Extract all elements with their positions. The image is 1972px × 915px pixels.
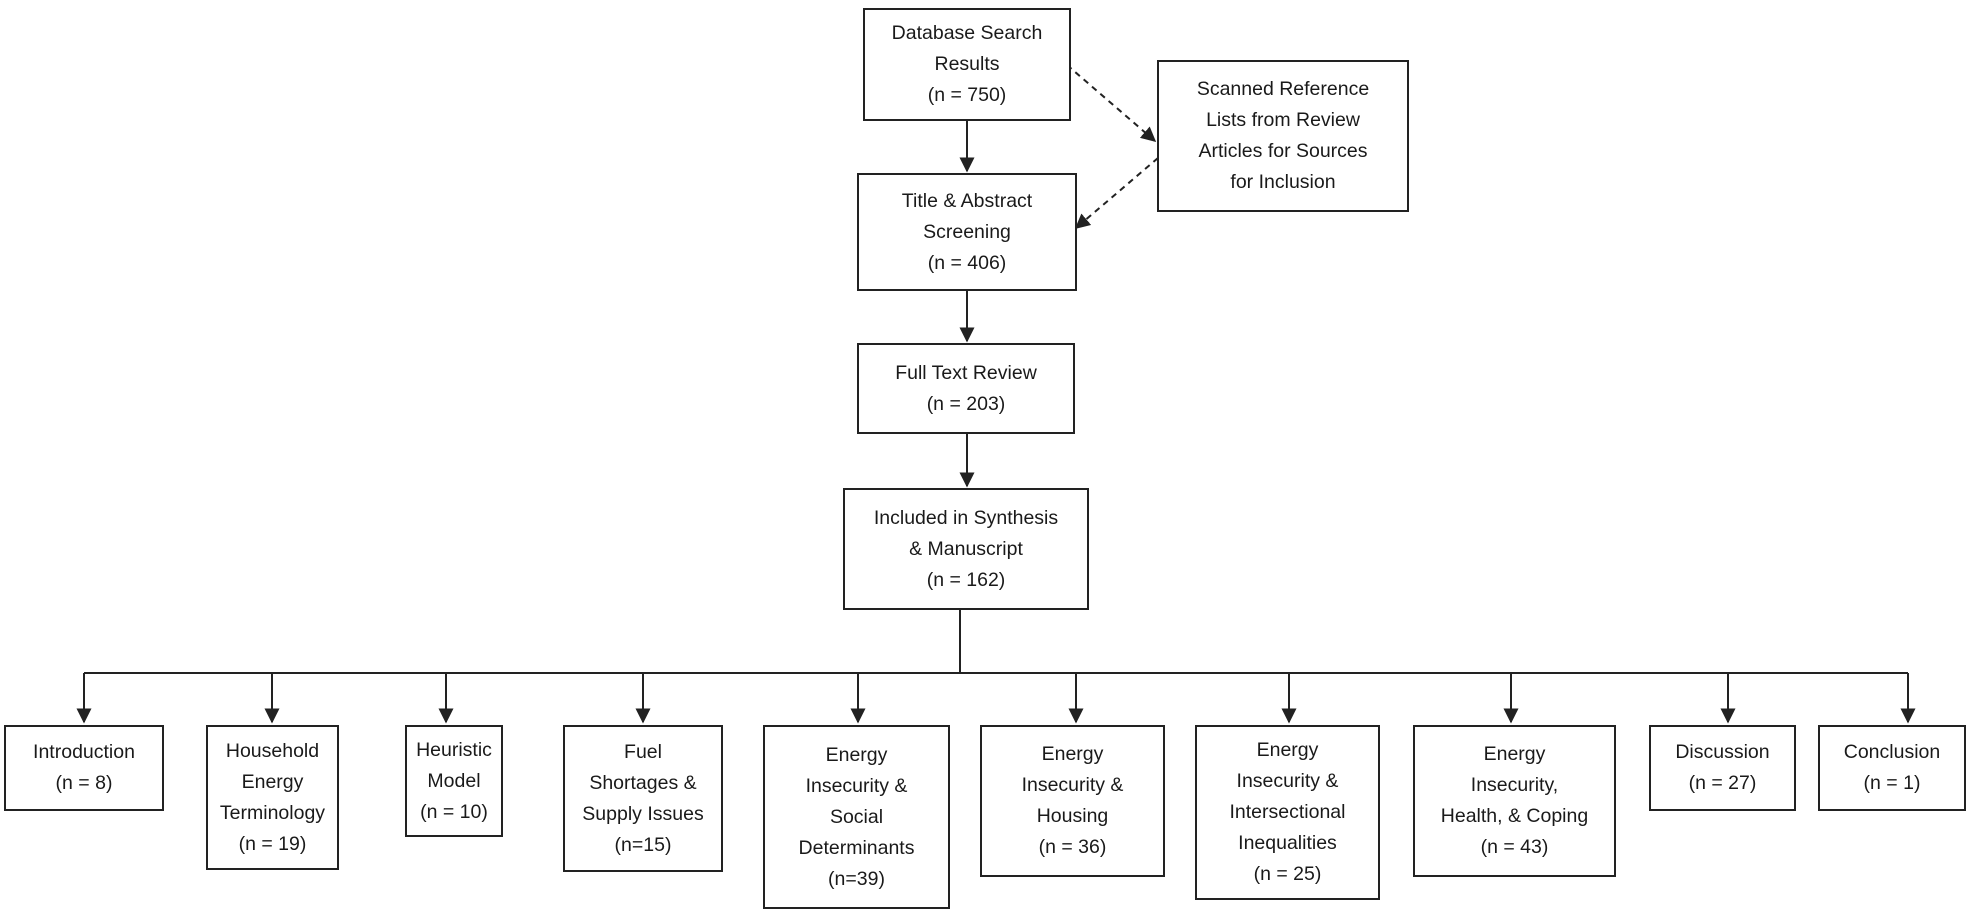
node-fuel-shortages-label: Fuel Shortages & Supply Issues (n=15) — [582, 740, 704, 856]
edge-database-to-scanned — [1066, 64, 1157, 142]
node-conclusion-label: Conclusion (n = 1) — [1843, 741, 1941, 794]
node-full-text: Full Text Review (n = 203) — [857, 343, 1075, 434]
node-social-determinants: Energy Insecurity & Social Determinants … — [763, 725, 950, 909]
node-household-energy-label: Household Energy Terminology (n = 19) — [219, 739, 326, 855]
node-health-coping: Energy Insecurity, Health, & Coping (n =… — [1413, 725, 1616, 877]
node-scanned-reference-label: Scanned Reference Lists from Review Arti… — [1196, 78, 1370, 193]
node-scanned-reference: Scanned Reference Lists from Review Arti… — [1157, 60, 1409, 212]
node-title-abstract: Title & Abstract Screening (n = 406) — [857, 173, 1077, 291]
node-housing: Energy Insecurity & Housing (n = 36) — [980, 725, 1165, 877]
node-introduction: Introduction (n = 8) — [4, 725, 164, 811]
node-health-coping-label: Energy Insecurity, Health, & Coping (n =… — [1440, 743, 1589, 858]
node-intersectional: Energy Insecurity & Intersectional Inequ… — [1195, 725, 1380, 900]
node-discussion-label: Discussion (n = 27) — [1675, 741, 1770, 794]
node-social-determinants-label: Energy Insecurity & Social Determinants … — [798, 743, 915, 890]
node-included-label: Included in Synthesis & Manuscript (n = … — [873, 506, 1059, 591]
node-intersectional-label: Energy Insecurity & Intersectional Inequ… — [1229, 739, 1346, 885]
node-introduction-label: Introduction (n = 8) — [33, 741, 135, 794]
node-housing-label: Energy Insecurity & Housing (n = 36) — [1021, 743, 1124, 858]
node-heuristic-model-label: Heuristic Model (n = 10) — [416, 738, 492, 823]
node-household-energy: Household Energy Terminology (n = 19) — [206, 725, 339, 870]
node-database-search: Database Search Results (n = 750) — [863, 8, 1071, 121]
node-included: Included in Synthesis & Manuscript (n = … — [843, 488, 1089, 610]
edge-scanned-to-title — [1074, 157, 1159, 229]
node-heuristic-model: Heuristic Model (n = 10) — [405, 725, 503, 837]
node-fuel-shortages: Fuel Shortages & Supply Issues (n=15) — [563, 725, 723, 872]
node-discussion: Discussion (n = 27) — [1649, 725, 1796, 811]
node-conclusion: Conclusion (n = 1) — [1818, 725, 1966, 811]
node-database-search-label: Database Search Results (n = 750) — [891, 22, 1043, 106]
node-title-abstract-label: Title & Abstract Screening (n = 406) — [901, 189, 1033, 274]
node-full-text-label: Full Text Review (n = 203) — [895, 361, 1037, 415]
